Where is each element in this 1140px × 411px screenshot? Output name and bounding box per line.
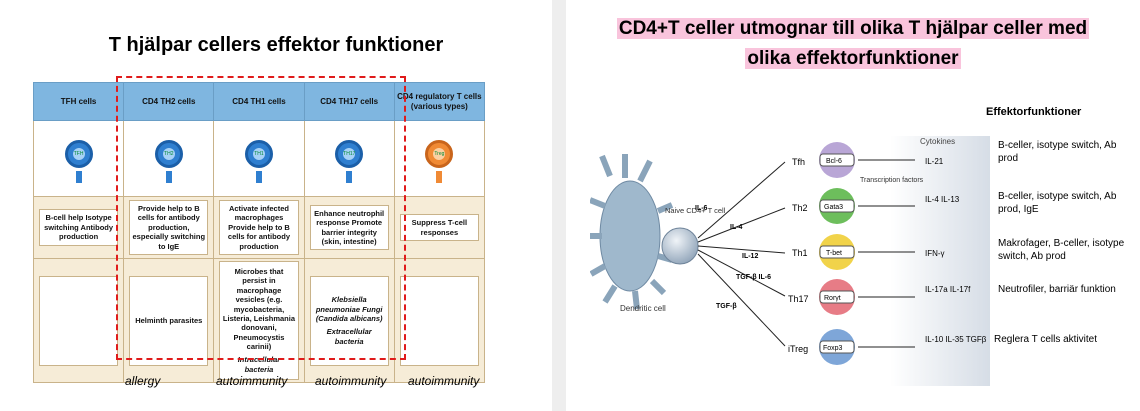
label-allergy: allergy [125, 374, 161, 388]
function-th17: Enhance neutrophil response Promote barr… [309, 204, 389, 251]
label-autoimmunity-2: autoimmunity [315, 374, 387, 388]
header-th17: CD4 TH17 cells [303, 82, 395, 121]
function-tfh: B-cell help Isotype switching Antibody p… [39, 209, 119, 246]
header-th1: CD4 TH1 cells [213, 82, 305, 121]
differentiation-diagram: Cytokines Dendritic cell Naive CD4+ T ce… [590, 136, 990, 386]
t-helper-table: TFH cells CD4 TH2 cells CD4 TH1 cells CD… [32, 82, 486, 384]
left-slide-title: T hjälpar cellers effektor funktioner [108, 34, 444, 56]
disease-labels: allergy autoimmunity autoimmunity autoim… [0, 374, 552, 390]
subset-th1: Th1 T-bet IFN-γ IL-12 [742, 234, 945, 270]
function-treg: Suppress T-cell responses [399, 214, 479, 241]
svg-text:IFN-γ: IFN-γ [925, 249, 945, 258]
svg-text:Rorγt: Rorγt [824, 295, 841, 302]
subset-tfh: Tfh Bcl-6 IL-21 [792, 142, 944, 178]
dendritic-cell-icon [590, 154, 674, 310]
right-title-line2: olika effektorfunktioner [745, 48, 961, 69]
header-tfh: TFH cells [32, 82, 125, 121]
svg-text:TGF-β IL-6: TGF-β IL-6 [736, 274, 771, 281]
svg-text:Foxp3: Foxp3 [823, 345, 843, 352]
cytokines-label: Cytokines [920, 137, 955, 146]
svg-text:IL-4: IL-4 [730, 224, 743, 231]
header-treg: CD4 regulatory T cells (various types) [393, 82, 486, 121]
svg-text:T-bet: T-bet [826, 250, 842, 257]
naive-label: Naive CD4+ T cell [665, 206, 726, 215]
pathogen-treg [399, 275, 479, 366]
dendritic-label: Dendritic cell [620, 304, 666, 313]
svg-text:Bcl-6: Bcl-6 [826, 158, 842, 165]
highlight-dashed-box [116, 76, 406, 360]
label-autoimmunity-3: autoimmunity [408, 374, 480, 388]
pathogen-th17: Klebsiella pneumoniae Fungi (Candida alb… [309, 275, 389, 366]
svg-text:iTreg: iTreg [788, 344, 808, 354]
subset-th2: Th2 Gata3 IL-4 IL-13 IL-4 [730, 188, 960, 231]
svg-text:IL-12: IL-12 [742, 253, 758, 260]
right-title-line1: CD4+T celler utmognar till olika T hjälp… [616, 18, 1090, 39]
right-slide-title: CD4+T celler utmognar till olika T hjälp… [566, 14, 1140, 74]
naive-cd4-cell-icon [661, 227, 699, 265]
effekt-item-th1: Makrofager, B-celler, isotype switch, Ab… [998, 238, 1125, 262]
slide-divider [552, 0, 566, 411]
th2-cell-icon: TH2 [154, 140, 183, 169]
cytokine-band [890, 136, 990, 386]
effekt-heading: Effektorfunktioner [986, 106, 1082, 118]
svg-text:IL-17a IL-17f: IL-17a IL-17f [925, 285, 971, 294]
pathogen-th1: Microbes that persist in macrophage vesi… [219, 261, 299, 381]
treg-cell-icon: Treg [425, 140, 454, 169]
effekt-item-tfh: B-celler, isotype switch, Ab prod [998, 140, 1117, 164]
svg-text:Th17: Th17 [788, 294, 809, 304]
function-th1: Activate infected macrophages Provide he… [219, 200, 299, 255]
subset-th17: Th17 Rorγt IL-17a IL-17f TGF-β IL-6 [736, 274, 971, 315]
effekt-item-itreg: Reglera T cells aktivitet [994, 334, 1098, 345]
svg-text:Th1: Th1 [792, 248, 808, 258]
pathogen-th2: Helminth parasites [129, 275, 209, 366]
th17-cell-icon: TH17 [335, 140, 364, 169]
th1-cell-icon: TH1 [244, 140, 273, 169]
tfh-cell-icon: TFH [64, 140, 93, 169]
svg-text:IL-21: IL-21 [925, 157, 944, 166]
svg-text:IL-4 IL-13: IL-4 IL-13 [925, 195, 960, 204]
left-slide: T hjälpar cellers effektor funktioner TF… [0, 0, 552, 411]
effekt-item-th17: Neutrofiler, barriär funktion [998, 284, 1116, 295]
pathogen-note-th17: Extracellular bacteria [326, 327, 372, 346]
effekt-item-th2: B-celler, isotype switch, Ab prod, IgE [998, 191, 1117, 215]
il6-label: IL-6 [695, 205, 708, 212]
pathogen-tfh [39, 275, 119, 366]
subset-itreg: iTreg Foxp3 IL-10 IL-35 TGFβ TGF-β [716, 303, 987, 365]
function-th2: Provide help to B cells for antibody pro… [129, 200, 209, 255]
svg-text:TGF-β: TGF-β [716, 303, 737, 310]
svg-text:Gata3: Gata3 [824, 204, 843, 211]
transcription-label: Transcription factors [860, 177, 924, 184]
svg-text:IL-10 IL-35 TGFβ: IL-10 IL-35 TGFβ [925, 335, 987, 344]
svg-text:Th2: Th2 [792, 203, 808, 213]
svg-text:Tfh: Tfh [792, 157, 805, 167]
label-autoimmunity-1: autoimmunity [216, 374, 288, 388]
